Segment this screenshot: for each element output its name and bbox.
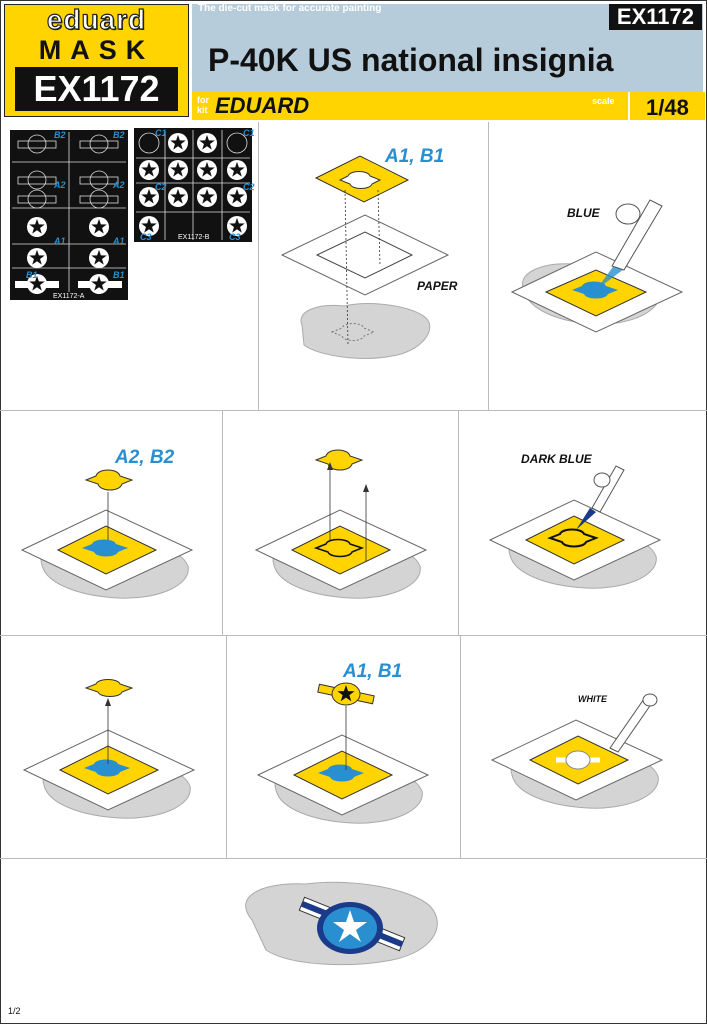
sheet-b-label: C3 — [229, 232, 241, 242]
sheet-a-label: B1 — [113, 270, 125, 280]
sheet-a-label: B2 — [54, 130, 66, 140]
sheet-a-label: B2 — [113, 130, 125, 140]
sheet-b-label: C1 — [155, 128, 167, 138]
kit-bar — [192, 92, 703, 120]
step-8-color: WHITE — [578, 694, 607, 704]
step-7-callout: A1, B1 — [343, 661, 403, 682]
sheet-a: B2 B2 A2 A2 A1 A1 B1 B1 EX1172-A — [10, 130, 128, 300]
page-number: 1/2 — [8, 1006, 21, 1016]
step-6-illustration — [22, 679, 196, 819]
paper-label: PAPER — [417, 279, 458, 293]
grid-line — [460, 635, 461, 858]
step-1-callout: A1, B1 — [385, 146, 445, 167]
eduard-mask-logo: eduard MASK EX1172 — [4, 4, 189, 117]
brand-code: EX1172 — [15, 67, 178, 111]
sheet-a-label: A1 — [53, 236, 66, 246]
grid-line — [222, 410, 223, 635]
final-insignia — [245, 881, 438, 966]
sheet-b-id: EX1172-B — [178, 234, 210, 241]
brand-name: eduard — [46, 4, 147, 35]
step-5-color: DARK BLUE — [521, 452, 592, 466]
grid-line — [226, 635, 227, 858]
scale-label: scale — [592, 96, 615, 106]
scale-box — [628, 92, 705, 120]
step-2-color: BLUE — [567, 206, 600, 220]
sheet-b-label: C3 — [140, 232, 152, 242]
sheet-a-id: EX1172-A — [53, 293, 85, 300]
kit-name: EDUARD — [215, 93, 310, 118]
grid-line — [458, 410, 459, 635]
tagline: The die-cut mask for accurate painting — [198, 3, 382, 14]
step-4-illustration — [254, 449, 428, 599]
scale-value: 1/48 — [646, 95, 689, 120]
sheet-a-label: A2 — [53, 180, 66, 190]
step-8-illustration — [490, 693, 664, 809]
sheet-b-label: C1 — [243, 128, 255, 138]
step-7-illustration — [256, 682, 430, 824]
grid-line — [0, 858, 707, 859]
sheet-b-label: C2 — [155, 182, 167, 192]
page-title: P-40K US national insignia — [208, 42, 614, 78]
grid-line — [0, 635, 707, 636]
step-3-illustration — [20, 469, 194, 599]
sheet-a-label: B1 — [26, 270, 38, 280]
sheet-b-label: C2 — [243, 182, 255, 192]
sheet-a-label: A2 — [112, 180, 125, 190]
grid-line — [488, 122, 489, 410]
sheet-b: C1 C1 C2 C2 C3 C3 EX1172-B — [134, 128, 255, 242]
product-code: EX1172 — [608, 4, 702, 30]
step-2-illustration — [510, 199, 684, 333]
step-3-callout: A2, B2 — [115, 447, 175, 468]
brand-sub: MASK — [38, 35, 155, 65]
grid-line — [0, 410, 707, 411]
sheet-a-label: A1 — [112, 236, 125, 246]
step-1-illustration — [280, 155, 450, 359]
step-5-illustration — [488, 465, 662, 589]
grid-line — [258, 122, 259, 410]
